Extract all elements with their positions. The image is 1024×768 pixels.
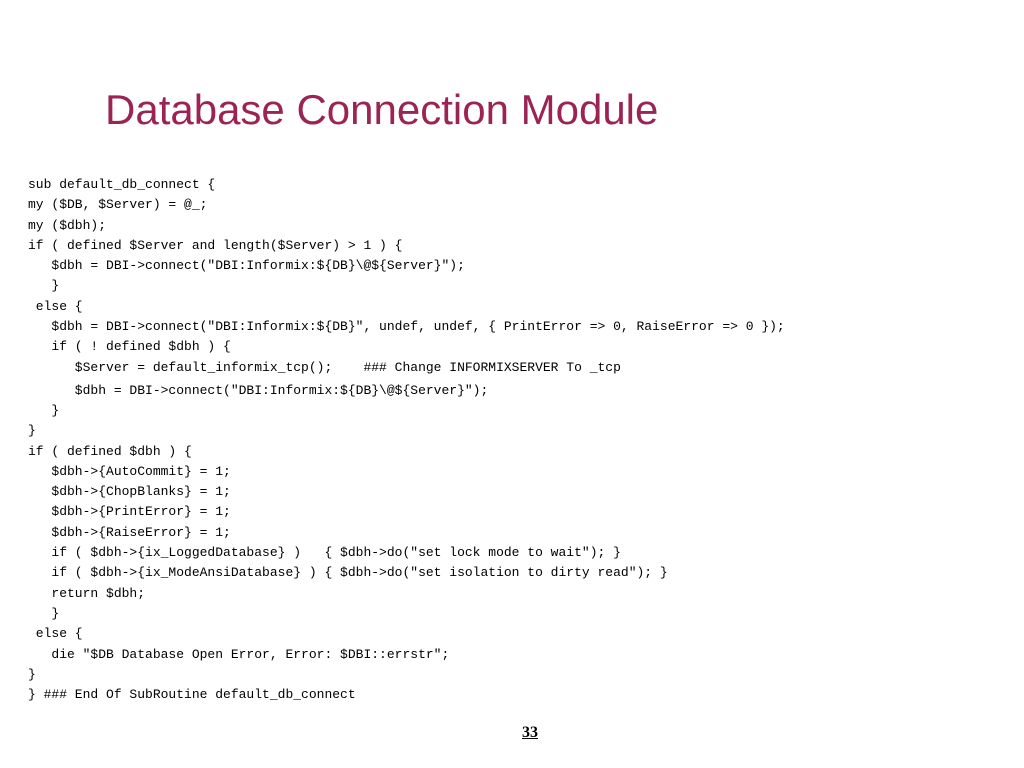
code-line: sub default_db_connect { [28,177,216,192]
code-line: die "$DB Database Open Error, Error: $DB… [28,646,450,662]
code-line: return $dbh; [28,585,146,601]
code-line: } ### End Of SubRoutine default_db_conne… [28,687,356,703]
code-line: $dbh = DBI->connect("DBI:Informix:${DB}\… [28,382,489,398]
code-line: $dbh->{RaiseError} = 1; [28,524,231,540]
code-line: } [28,423,36,439]
code-line: } [28,605,60,621]
slide-title: Database Connection Module [105,86,659,133]
code-block: sub default_db_connect { my ($DB, $Serve… [28,175,785,705]
code-line: my ($dbh); [28,217,107,233]
code-line: if ( defined $dbh ) { [28,443,192,459]
code-line: $dbh = DBI->connect("DBI:Informix:${DB}"… [28,319,785,335]
code-line: if ( ! defined $dbh ) { [28,339,231,355]
code-line: if ( $dbh->{ix_ModeAnsiDatabase} ) { $db… [28,565,668,581]
code-line: $dbh->{PrintError} = 1; [28,504,231,520]
code-line: } [28,666,36,682]
code-line: $dbh->{AutoCommit} = 1; [28,463,231,479]
code-line: $dbh->{ChopBlanks} = 1; [28,484,231,500]
page-number: 33 [522,724,538,741]
code-line: else { [28,298,83,314]
code-line: if ( defined $Server and length($Server)… [28,237,403,253]
code-line: $dbh = DBI->connect("DBI:Informix:${DB}\… [28,258,465,274]
code-line: else { [28,626,83,642]
code-line: } [28,278,60,294]
code-line: } [28,402,60,418]
code-line: if ( $dbh->{ix_LoggedDatabase} ) { $dbh-… [28,545,621,561]
code-line: my ($DB, $Server) = @_; [28,197,208,213]
code-line: $Server = default_informix_tcp(); ### Ch… [28,359,621,375]
